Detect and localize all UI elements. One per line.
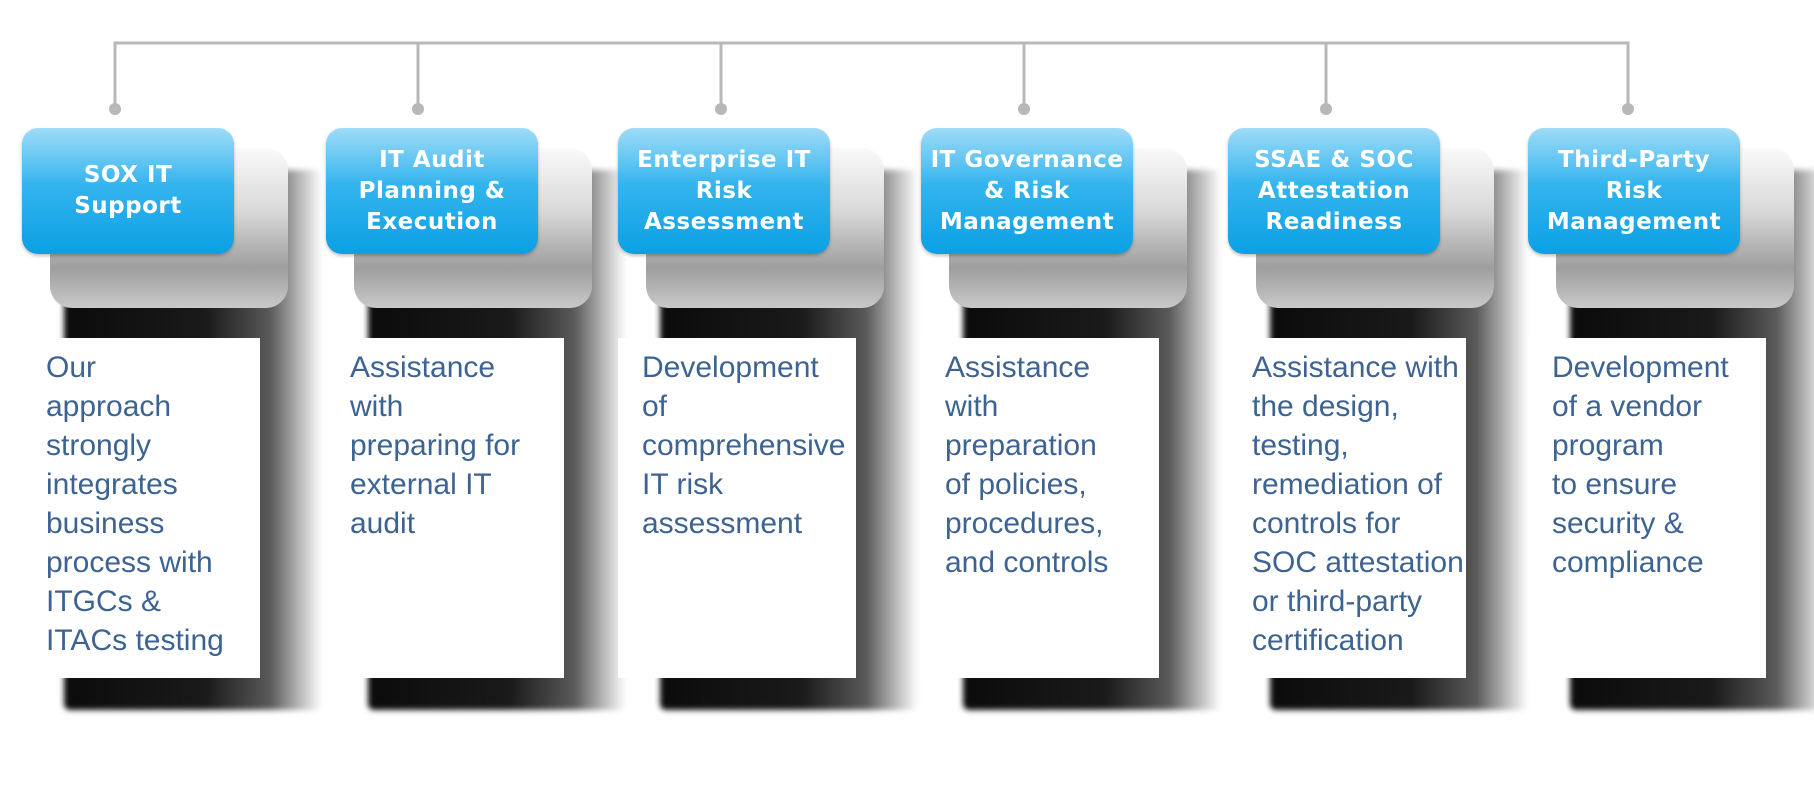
service-column-it-audit: IT Audit Planning & Execution Assistance… xyxy=(326,128,626,728)
service-description: Assistance with preparing for external I… xyxy=(350,351,521,540)
service-description: Our approach strongly integrates busines… xyxy=(46,351,224,657)
service-description: Assistance with preparation of policies,… xyxy=(945,351,1109,579)
service-column-third-party: Third-Party Risk Management Development … xyxy=(1528,128,1814,728)
service-title: SSAE & SOC Attestation Readiness xyxy=(1228,128,1440,254)
service-title: SOX IT Support xyxy=(22,128,234,254)
column-card xyxy=(618,338,856,678)
column-card xyxy=(22,338,260,678)
column-card xyxy=(326,338,564,678)
service-column-sox: SOX IT Support Our approach strongly int… xyxy=(22,128,322,728)
service-title: IT Governance & Risk Management xyxy=(921,128,1133,254)
service-description: Assistance with the design, testing, rem… xyxy=(1252,351,1464,657)
column-card xyxy=(1228,338,1466,678)
service-column-governance: IT Governance & Risk Management Assistan… xyxy=(921,128,1221,728)
service-title: IT Audit Planning & Execution xyxy=(326,128,538,254)
service-column-ssae-soc: SSAE & SOC Attestation Readiness Assista… xyxy=(1228,128,1528,728)
service-description: Development of a vendor program to ensur… xyxy=(1552,351,1729,579)
column-card xyxy=(1528,338,1766,678)
column-card xyxy=(921,338,1159,678)
service-column-enterprise-risk: Enterprise IT Risk Assessment Developmen… xyxy=(618,128,918,728)
service-description: Development of comprehensive IT risk ass… xyxy=(642,351,846,540)
service-title: Enterprise IT Risk Assessment xyxy=(618,128,830,254)
service-title: Third-Party Risk Management xyxy=(1528,128,1740,254)
